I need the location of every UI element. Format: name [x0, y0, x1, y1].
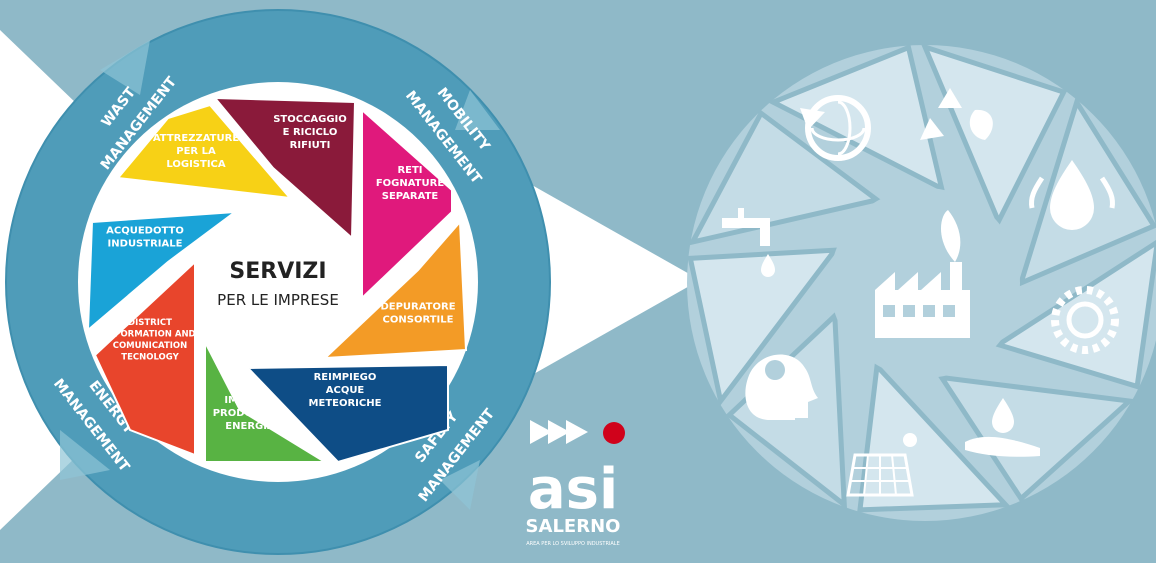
right-blade [857, 360, 1012, 513]
sun-flower-icon [1051, 286, 1119, 354]
segment-reimpiego-shape [245, 363, 449, 464]
segment-impianti-label: ENERGIA [225, 421, 275, 432]
segment-reimpiego-label: METEORICHE [309, 398, 382, 409]
segment-acquedotto-shape [86, 210, 239, 333]
right-blades [687, 42, 1156, 513]
segment-attrezzature-label: ATTREZZATURE [153, 133, 239, 144]
water-drops-icon [1029, 160, 1115, 230]
segment-impianti-label: PRODUZIONE [213, 408, 288, 419]
segment-reimpiego-label: REIMPIEGO [314, 372, 377, 383]
segment-attrezzature-shape [116, 103, 293, 200]
head-globe-icon [745, 354, 818, 420]
segment-district-label: DISTRICT [128, 318, 172, 328]
segment-depuratore-label: CONSORTILE [383, 315, 454, 326]
logo-name: asi [528, 457, 618, 522]
center-title: SERVIZI [229, 259, 326, 284]
factory-leaf-icon [875, 210, 970, 338]
segment-depuratore-shape [322, 219, 468, 360]
right-blade [920, 42, 1068, 228]
segment-impianti-shape [204, 341, 329, 463]
segment-depuratore-label: DEPURATORE [380, 302, 455, 313]
right-blade [767, 44, 946, 194]
hand-water-drop-icon [965, 398, 1040, 457]
center-subtitle: PER LE IMPRESE [217, 291, 339, 309]
recycle-leaf-icon [920, 88, 993, 140]
segment-reimpiego-label: ACQUE [326, 385, 365, 396]
segment-district-label: COMUNICATION [113, 341, 188, 351]
segment-impianti: IMPIANTI PRODUZIONE ENERGIA [204, 341, 329, 463]
segment-reti-shape [361, 107, 453, 301]
right-pinwheel [687, 42, 1156, 521]
globe-recycle-icon [800, 95, 871, 161]
segment-impianti-label: IMPIANTI [224, 395, 275, 406]
segment-acquedotto: ACQUEDOTTO INDUSTRIALE [86, 210, 239, 333]
segment-stoccaggio-label: STOCCAGGIO [273, 114, 347, 125]
segment-district-label: INFORMATION AND [104, 329, 195, 339]
right-icons [722, 88, 1119, 497]
asi-logo: asi SALERNO AREA PER LO SVILUPPO INDUSTR… [526, 420, 625, 547]
segment-acquedotto-label: INDUSTRIALE [108, 239, 183, 250]
solar-panel-icon [846, 433, 917, 497]
logo-tagline: AREA PER LO SVILUPPO INDUSTRIALE [526, 541, 620, 547]
center-circle [200, 204, 356, 360]
segment-reti-label: SEPARATE [382, 191, 439, 202]
segment-reimpiego: REIMPIEGO ACQUE METEORICHE [245, 363, 449, 464]
logo-city: SALERNO [526, 516, 621, 537]
service-segments: STOCCAGGIO E RICICLO RIFIUTI RETI FOGNATURE S… [86, 96, 468, 464]
segment-attrezzature-label: PER LA [176, 146, 216, 157]
logo-dot [603, 422, 625, 444]
segment-attrezzature: ATTREZZATURE PER LA LOGISTICA [116, 103, 293, 200]
right-blade [687, 247, 841, 407]
segment-acquedotto-label: ACQUEDOTTO [106, 226, 184, 237]
segment-reti: RETI FOGNATURE SEPARATE [361, 107, 453, 301]
segment-stoccaggio-label: RIFIUTI [290, 140, 331, 151]
segment-district-label: TECNOLOGY [121, 352, 179, 362]
segment-depuratore: DEPURATORE CONSORTILE [322, 219, 468, 360]
segment-attrezzature-label: LOGISTICA [166, 159, 226, 170]
segment-reti-label: FOGNATURE [376, 178, 445, 189]
faucet-drop-icon [722, 208, 775, 277]
segment-stoccaggio-label: E RICICLO [283, 127, 338, 138]
segment-district-shape [93, 259, 196, 457]
segment-reti-label: RETI [397, 165, 422, 176]
segment-stoccaggio-shape [212, 96, 357, 241]
segment-stoccaggio: STOCCAGGIO E RICICLO RIFIUTI [212, 96, 357, 241]
